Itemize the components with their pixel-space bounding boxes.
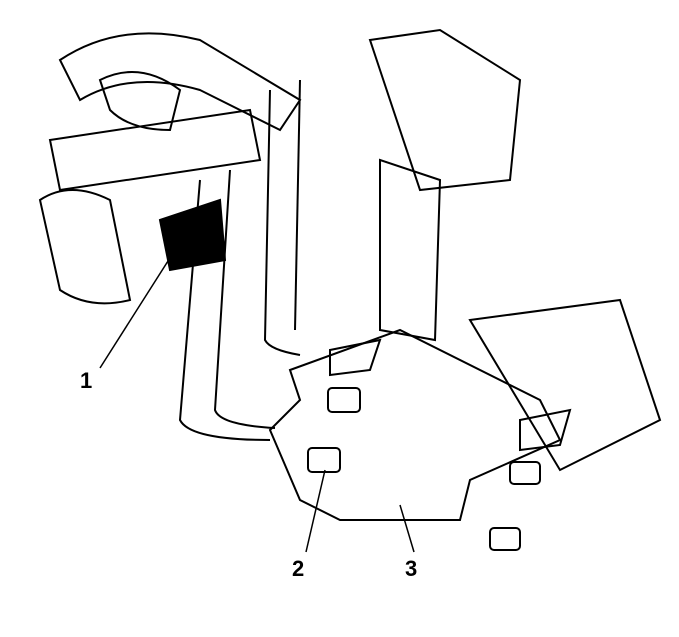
callout-3: 3 bbox=[405, 556, 418, 581]
leader-2 bbox=[305, 469, 326, 553]
bolt-2 bbox=[307, 447, 341, 473]
bolt-3 bbox=[509, 461, 541, 485]
bolt-1 bbox=[327, 387, 361, 413]
bolt-4 bbox=[489, 527, 521, 551]
callout-2: 2 bbox=[292, 556, 305, 581]
steering-column bbox=[38, 189, 132, 305]
leader-1 bbox=[99, 249, 176, 369]
bracket-plate bbox=[268, 328, 562, 521]
upper-panel bbox=[58, 32, 302, 132]
leader-3 bbox=[399, 504, 415, 553]
callout-1: 1 bbox=[80, 368, 93, 393]
